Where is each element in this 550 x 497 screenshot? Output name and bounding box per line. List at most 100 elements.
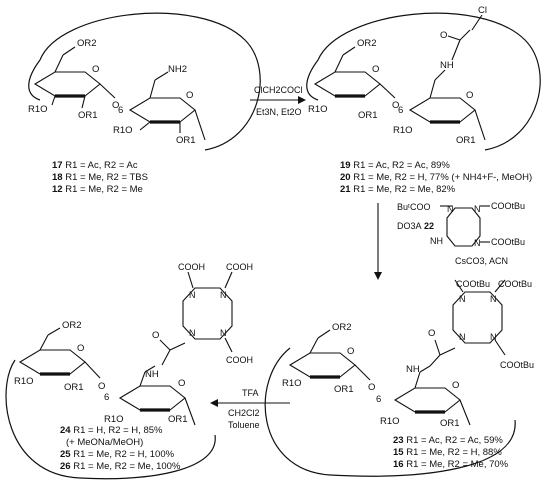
chloro-compound-list: 19 R1 = Ac, R2 = Ac, 89% 20 R1 = Me, R2 … (340, 160, 532, 195)
cyclen-n: N (459, 294, 466, 304)
label-or1: OR1 (78, 110, 98, 121)
reagent-step3: TFA (242, 388, 259, 398)
label-nh: NH (406, 364, 420, 375)
label-r1o: R1O (282, 378, 302, 389)
label-r1o: R1O (380, 416, 400, 427)
label-o: O (466, 90, 473, 101)
cyclen-n: N (189, 290, 196, 300)
compound-number: 26 (60, 461, 71, 472)
macrocycle-ring (39, 12, 261, 151)
do3a-n: N (447, 204, 454, 214)
cyclen-ring (452, 291, 503, 344)
compound-substituents: R1 = Me, R2 = H, 100% (73, 449, 174, 460)
label-r1o: R1O (104, 414, 124, 425)
ester-arm-bottom: COOtBu (500, 360, 534, 370)
compound-substituents: R1 = Ac, R2 = Ac (65, 160, 138, 171)
cyclen-n: N (459, 332, 466, 342)
label-o: O (372, 64, 379, 75)
label-r1o: R1O (28, 104, 48, 115)
label-r1o: R1O (113, 125, 133, 136)
label-o: O (77, 343, 84, 354)
do3a-ester-left: BuᵗCOO (397, 202, 431, 212)
macrocycle-ring (5, 359, 216, 480)
acid-arm-left: COOH (178, 262, 205, 272)
compound-substituents: R1 = Me, R2 = H, 77% (+ NH4+F-, MeOH) (353, 172, 532, 183)
compound-substituents: R1 = Ac, R2 = Ac, 59% (406, 435, 503, 446)
label-six: 6 (118, 105, 123, 116)
reagent-step1: ClCH2COCl (254, 85, 303, 95)
macrocycle-ring-left (28, 59, 41, 101)
label-o: O (347, 346, 354, 357)
compound-note: (+ MeONa/MeOH) (66, 437, 143, 448)
cyclen-n: N (189, 328, 196, 338)
label-six: 6 (376, 394, 381, 405)
macrocycle-ring (317, 12, 541, 151)
label-o: O (152, 330, 159, 341)
compound-number: 19 (340, 160, 351, 171)
label-o: O (368, 382, 375, 393)
svg-text:18 R1 = Me, R2 = TBS: 18 R1 = Me, R2 = TBS (52, 172, 148, 183)
svg-text:25 R1 = Me, R2 = H, 100%: 25 R1 = Me, R2 = H, 100% (60, 449, 175, 460)
cyclen-ring (182, 287, 233, 340)
arrow-step3: TFA CH2Cl2 Toluene (210, 388, 290, 430)
acid-compound-list: 24 R1 = H, R2 = H, 85% (+ MeONa/MeOH) 25… (60, 425, 181, 472)
do3a-n: N (474, 204, 481, 214)
svg-text:16 R1 = Me, R2 = Me, 70%: 16 R1 = Me, R2 = Me, 70% (393, 459, 509, 470)
acid-arm-right: COOH (226, 262, 253, 272)
compound-substituents: R1 = Me, R2 = Me, 100% (73, 461, 181, 472)
label-r1o: R1O (308, 104, 328, 115)
cyclen-n: N (490, 294, 497, 304)
label-nh: NH (440, 60, 454, 71)
label-r1o: R1O (393, 125, 413, 136)
label-cl: Cl (478, 5, 487, 16)
compound-substituents: R1 = Me, R2 = Me, 82% (353, 184, 455, 195)
do3a-ester-right: COOtBu (491, 201, 525, 211)
compound-number: 20 (340, 172, 351, 183)
compound-number: 16 (393, 459, 404, 470)
compound-substituents: R1 = Ac, R2 = Ac, 89% (353, 160, 450, 171)
label-or1: OR1 (176, 135, 196, 146)
compound-number: 23 (393, 435, 404, 446)
ester-arm-right: COOtBu (498, 279, 532, 289)
label-or2: OR2 (77, 38, 97, 49)
compound-number: 18 (52, 172, 63, 183)
compound-substituents: R1 = Me, R2 = H, 88% (406, 447, 502, 458)
conditions-step2: CsCO3, ACN (455, 256, 508, 266)
label-o: O (428, 328, 435, 339)
svg-text:21 R1 = Me, R2 = Me, 82%: 21 R1 = Me, R2 = Me, 82% (340, 184, 456, 195)
start-compound-list: 17 R1 = Ac, R2 = Ac 18 R1 = Me, R2 = TBS… (52, 160, 148, 195)
label-o: O (440, 30, 447, 41)
label-o: O (178, 378, 185, 389)
label-or2: OR2 (332, 322, 352, 333)
compound-substituents: R1 = Me, R2 = TBS (65, 172, 148, 183)
solvent-step3: CH2Cl2 (228, 408, 260, 418)
compound-number: 17 (52, 160, 63, 171)
label-o: O (452, 380, 459, 391)
acid-arm-bottom: COOH (226, 355, 253, 365)
ester-compound-list: 23 R1 = Ac, R2 = Ac, 59% 15 R1 = Me, R2 … (393, 435, 509, 470)
compound-number: 15 (393, 447, 404, 458)
label-nh2: NH2 (168, 64, 187, 75)
label-or1: OR1 (64, 382, 84, 393)
label-or1: OR1 (168, 414, 188, 425)
cyclen-n: N (490, 332, 497, 342)
label-or1: OR1 (358, 110, 378, 121)
do3a-nh: NH (430, 236, 443, 246)
acid-cyclodextrin: OR2 O R1O OR1 O 6 NH O R1O OR1 O N N N N… (5, 262, 253, 480)
compound-number: 12 (52, 184, 63, 195)
label-o: O (186, 90, 193, 101)
macrocycle-ring-left (306, 59, 319, 101)
do3a-n: N (474, 238, 481, 248)
compound-substituents: R1 = Me, R2 = Me (65, 184, 143, 195)
label-or1: OR1 (440, 418, 460, 429)
label-r1o: R1O (14, 376, 34, 387)
chloroacetamide-cyclodextrin: OR2 O R1O OR1 O 6 NH O Cl O R1O OR1 (306, 5, 541, 151)
amine-cyclodextrin: OR2 O R1O OR1 O 6 NH2 O R1O OR1 (28, 12, 261, 151)
label-o: O (112, 100, 119, 111)
svg-text:19 R1 = Ac, R2 = Ac, 89%: 19 R1 = Ac, R2 = Ac, 89% (340, 160, 450, 171)
label-or2: OR2 (62, 320, 82, 331)
do3a-number: 22 (424, 221, 434, 231)
compound-number: 24 (60, 425, 71, 436)
label-or2: OR2 (357, 38, 377, 49)
